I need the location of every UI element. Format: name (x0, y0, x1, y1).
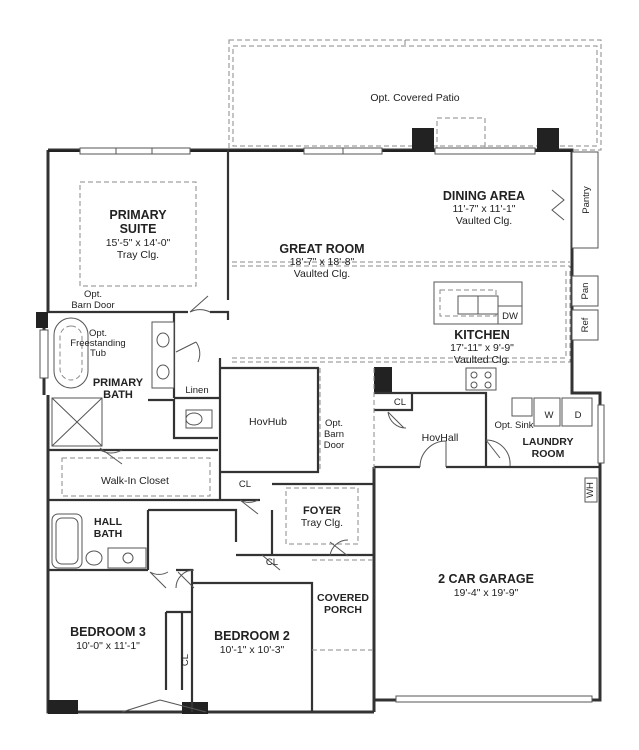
pantry-label: Pantry (581, 186, 592, 214)
barn-door-hub-3: Door (324, 440, 345, 451)
barn-door-hub-2: Barn (324, 429, 344, 440)
hovhall-label: HovHall (422, 432, 459, 444)
door-swings (99, 295, 511, 713)
hall-bath-fixtures (51, 513, 147, 569)
great-room-name: GREAT ROOM (279, 242, 364, 256)
windows (39, 147, 605, 703)
opt-sink-label: Opt. Sink (494, 420, 533, 431)
primary-bath-2: BATH (103, 389, 133, 401)
pan-label: Pan (580, 283, 591, 300)
linen-label: Linen (185, 385, 208, 396)
tub-label-3: Tub (90, 348, 106, 359)
dryer-label: D (575, 410, 582, 421)
wh-label: WH (585, 482, 596, 498)
primary-bath-fixtures (51, 317, 213, 497)
primary-suite-name-2: SUITE (120, 222, 157, 236)
patio-label: Opt. Covered Patio (370, 92, 459, 104)
interior-walls (48, 150, 600, 712)
dw-label: DW (502, 311, 518, 322)
laundry-1: LAUNDRY (523, 436, 574, 448)
kitchen-fixtures (433, 151, 599, 391)
tub-label-1: Opt. (89, 328, 107, 339)
dining-dims: 11'-7" x 11'-1" (452, 203, 515, 215)
cl-bed3-label: CL (180, 654, 191, 666)
barn-door-primary-1: Opt. (84, 289, 102, 300)
garage-name: 2 CAR GARAGE (438, 572, 534, 586)
hall-bath-1: HALL (94, 516, 123, 528)
garage-dims: 19'-4" x 19'-9" (454, 587, 519, 599)
foyer-ceiling: Tray Clg. (301, 517, 343, 529)
hall-bath-2: BATH (94, 528, 122, 540)
tub-label-2: Freestanding (70, 338, 125, 349)
room-labels: Opt. Covered Patio PRIMARY SUITE 15'-5" … (70, 92, 596, 666)
covered-porch-2: PORCH (324, 604, 362, 616)
primary-suite-ceiling: Tray Clg. (117, 249, 159, 261)
ref-label: Ref (580, 317, 591, 332)
primary-bath-1: PRIMARY (93, 377, 144, 389)
washer-label: W (545, 410, 554, 421)
kitchen-ceiling: Vaulted Clg. (454, 354, 510, 366)
walk-in-closet-label: Walk-In Closet (101, 475, 169, 487)
bedroom3-dims: 10'-0" x 11'-1" (76, 640, 140, 652)
ceiling-outlines (79, 181, 571, 651)
laundry-2: ROOM (532, 448, 565, 460)
dining-name: DINING AREA (443, 189, 525, 203)
bedroom3-name: BEDROOM 3 (70, 625, 146, 639)
cl-hub-label: CL (239, 479, 251, 490)
kitchen-name: KITCHEN (454, 328, 510, 342)
great-room-dims: 18'-7" x 18'-8" (290, 256, 355, 268)
hovhub-label: HovHub (249, 416, 287, 428)
bedroom2-name: BEDROOM 2 (214, 629, 290, 643)
dining-ceiling: Vaulted Clg. (456, 215, 512, 227)
covered-porch-1: COVERED (317, 592, 369, 604)
cl-hall-top-label: CL (394, 397, 406, 408)
barn-door-hub-1: Opt. (325, 418, 343, 429)
laundry-fixtures (511, 397, 598, 503)
foyer-name: FOYER (303, 505, 341, 517)
columns (36, 128, 559, 714)
barn-door-primary-2: Barn Door (71, 300, 114, 311)
bedroom2-dims: 10'-1" x 10'-3" (220, 644, 285, 656)
kitchen-dims: 17'-11" x 9'-9" (450, 342, 514, 354)
primary-suite-dims: 15'-5" x 14'-0" (106, 237, 171, 249)
primary-suite-name-1: PRIMARY (109, 208, 167, 222)
great-room-ceiling: Vaulted Clg. (294, 268, 350, 280)
cl-bed2-label: CL (266, 557, 278, 568)
